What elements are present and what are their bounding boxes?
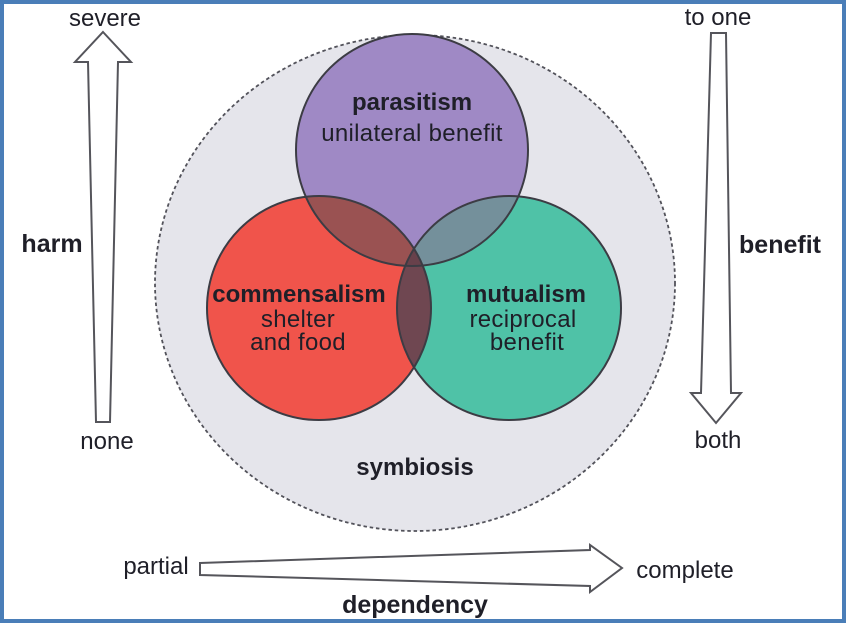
symbiosis-label: symbiosis (356, 454, 473, 481)
harm-arrow-up-icon (72, 30, 134, 423)
commensalism-title: commensalism (212, 281, 385, 308)
overlap-parasitism-commensalism (296, 196, 431, 266)
commensalism-circle-outline (206, 195, 432, 421)
parasitism-subtitle: unilateral benefit (321, 120, 503, 147)
mutualism-circle-outline (396, 195, 622, 421)
parasitism-title: parasitism (352, 89, 472, 116)
benefit-top-label: to one (685, 4, 752, 31)
dependency-right-label: complete (636, 557, 733, 584)
benefit-bottom-label: both (695, 427, 742, 454)
overlap-parasitism-commensalism-fill (296, 196, 431, 266)
parasitism-circle-outline (295, 33, 529, 267)
mutualism-subtitle-line1: reciprocal (469, 306, 576, 333)
commensalism-subtitle-line2: and food (250, 329, 346, 356)
dependency-axis-label: dependency (342, 591, 488, 619)
commensalism-subtitle-line1: shelter (261, 306, 335, 333)
harm-top-label: severe (69, 5, 141, 32)
mutualism-subtitle-line2: benefit (490, 329, 564, 356)
harm-axis-label: harm (21, 230, 82, 258)
dependency-left-label: partial (123, 553, 188, 580)
overlap-parasitism-mutualism (397, 196, 528, 266)
mutualism-title: mutualism (466, 281, 586, 308)
overlap-parasitism-mutualism-fill (397, 196, 528, 266)
dependency-arrow-right-icon (199, 543, 624, 594)
benefit-axis-label: benefit (739, 231, 822, 259)
harm-bottom-label: none (80, 428, 133, 455)
benefit-arrow-down-icon (688, 32, 744, 425)
